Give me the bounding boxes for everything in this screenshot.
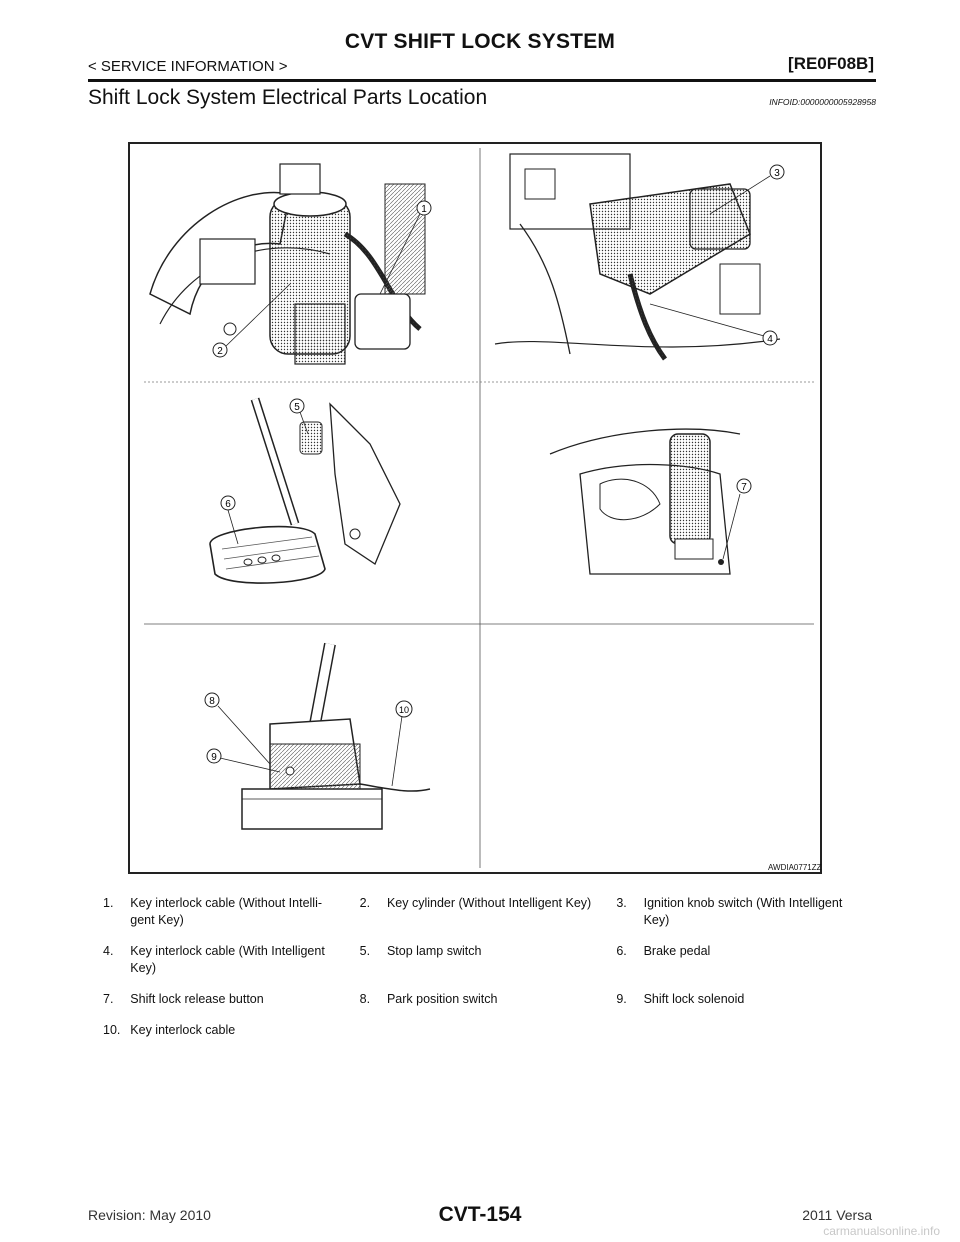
legend-text: Stop lamp switch [386, 944, 482, 958]
legend-row: 4. Key interlock cable (With Intelligent… [103, 943, 873, 991]
callout-6: 6 [220, 495, 239, 545]
panel-shift-lock-release [549, 428, 741, 575]
legend-num: 4. [103, 944, 114, 958]
callout-8: 8 [204, 692, 271, 765]
legend-num: 9. [616, 992, 627, 1006]
document-code: [RE0F08B] [788, 54, 874, 73]
parts-location-illustration: 1 2 3 4 [144, 148, 814, 868]
svg-text:6: 6 [225, 499, 231, 510]
page-header-title: CVT SHIFT LOCK SYSTEM [344, 30, 616, 53]
svg-text:5: 5 [294, 402, 300, 413]
svg-text:7: 7 [741, 482, 747, 493]
section-heading: Shift Lock System Electrical Parts Locat… [88, 86, 488, 109]
legend-num: 1. [103, 896, 114, 910]
legend-num: 7. [103, 992, 114, 1006]
footer-revision: Revision: May 2010 [88, 1207, 211, 1223]
svg-text:3: 3 [774, 168, 780, 179]
legend-row: 10. Key interlock cable [103, 1022, 873, 1053]
callout-10: 10 [391, 700, 413, 787]
legend-text: Shift lock solenoid [643, 992, 745, 1006]
legend-num: 5. [359, 944, 371, 958]
svg-text:4: 4 [767, 334, 773, 345]
footer-model: 2011 Versa [802, 1207, 872, 1223]
legend-text: Ignition knob switch (With Intelligent K… [643, 896, 843, 927]
svg-text:10: 10 [399, 705, 409, 715]
legend-row: 7. Shift lock release button 8. Park pos… [103, 991, 873, 1022]
callout-9: 9 [206, 748, 281, 773]
panel-ignition-knob-switch [494, 153, 781, 361]
legend-text: Shift lock release button [130, 992, 264, 1006]
legend-row: 1. Key interlock cable (Without Intelli-… [103, 895, 873, 943]
callout-3: 3 [709, 164, 785, 215]
footer-page-number: CVT-154 [438, 1203, 522, 1226]
parts-location-figure: 1 2 3 4 [128, 142, 822, 874]
svg-text:1: 1 [421, 204, 427, 215]
panel-key-cylinder [149, 163, 426, 365]
header-rule [88, 79, 876, 82]
legend-num: 2. [359, 896, 371, 910]
legend-text: Key interlock cable (Without Intelli- ge… [130, 895, 359, 943]
legend-num: 6. [616, 944, 627, 958]
legend-text: Brake pedal [643, 944, 711, 958]
callout-5: 5 [289, 398, 309, 435]
legend-num: 8. [359, 992, 371, 1006]
figure-id: AWDIA0771ZZ [768, 863, 822, 872]
info-id: INFOID:0000000005928958 [769, 97, 876, 107]
legend-text: Park position switch [386, 992, 498, 1006]
legend-text: Key cylinder (Without Intelligent Key) [386, 896, 592, 910]
svg-text:2: 2 [217, 346, 223, 357]
panel-brake-pedal [209, 397, 401, 584]
svg-text:8: 8 [209, 696, 215, 707]
legend-num: 3. [616, 896, 627, 910]
legend-text: Key interlock cable (With Intelligent Ke… [130, 944, 325, 975]
callout-1: 1 [379, 200, 432, 295]
panel-shifter-assembly [241, 642, 431, 830]
watermark: carmanualsonline.info [823, 1224, 940, 1238]
callout-7: 7 [722, 478, 752, 560]
section-nav-label: < SERVICE INFORMATION > [88, 58, 288, 75]
callout-4: 4 [649, 303, 778, 346]
legend-text-line: Key interlock cable (Without Intelli- ge… [130, 896, 323, 927]
legend-text: Key interlock cable [130, 1023, 236, 1037]
callout-2: 2 [212, 283, 291, 358]
parts-legend: 1. Key interlock cable (Without Intelli-… [103, 895, 873, 1053]
svg-text:9: 9 [211, 752, 217, 763]
legend-num: 10. [103, 1023, 121, 1037]
